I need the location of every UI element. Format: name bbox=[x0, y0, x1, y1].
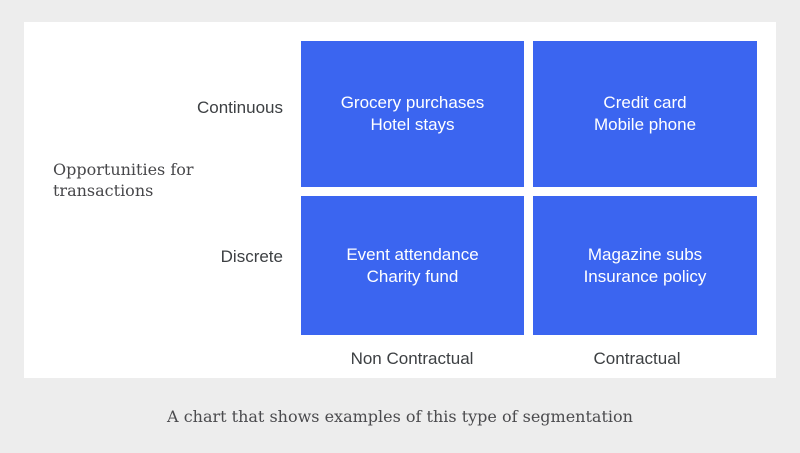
cell-text-line: Insurance policy bbox=[583, 266, 707, 286]
cell-text-line: Hotel stays bbox=[370, 115, 455, 134]
chart-caption: A chart that shows examples of this type… bbox=[167, 407, 633, 426]
y-axis-label: Opportunities for transactions bbox=[53, 159, 194, 201]
col-label-contractual: Contractual bbox=[593, 349, 681, 368]
col-label-non-contractual: Non Contractual bbox=[350, 349, 474, 368]
cell-text-line: Event attendance bbox=[346, 244, 479, 264]
row-label-continuous: Continuous bbox=[196, 98, 283, 117]
row-label-discrete: Discrete bbox=[220, 247, 283, 266]
cell-text-line: Credit card bbox=[603, 93, 687, 112]
cell-text-line: Magazine subs bbox=[587, 244, 703, 264]
cell-discrete-noncontractual: Event attendance Charity fund bbox=[301, 196, 524, 335]
cell-continuous-contractual: Credit card Mobile phone bbox=[533, 41, 757, 187]
y-axis-label-line-1: Opportunities for bbox=[53, 160, 194, 179]
cell-discrete-contractual: Magazine subs Insurance policy bbox=[533, 196, 757, 335]
cell-continuous-noncontractual: Grocery purchases Hotel stays bbox=[301, 41, 524, 187]
cell-text-line: Mobile phone bbox=[593, 115, 697, 134]
segmentation-matrix-card: Opportunities for transactions Continuou… bbox=[24, 22, 776, 378]
cell-text-line: Grocery purchases bbox=[340, 93, 485, 112]
y-axis-label-line-2: transactions bbox=[53, 181, 154, 200]
cell-text-line: Charity fund bbox=[366, 266, 459, 286]
